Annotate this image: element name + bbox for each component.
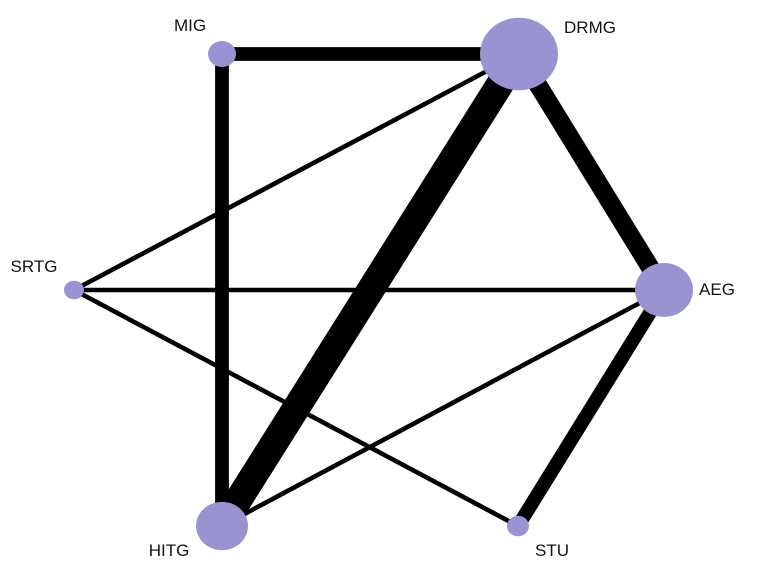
- edge-srtg-stu: [72, 287, 520, 529]
- node-label-mig: MIG: [174, 16, 206, 35]
- edges-layer: [72, 46, 672, 534]
- node-label-stu: STU: [535, 541, 569, 560]
- node-label-hitg: HITG: [149, 541, 190, 560]
- edge-drmg-aeg: [511, 49, 672, 295]
- node-label-aeg: AEG: [699, 280, 735, 299]
- labels-layer: MIG DRMG SRTG AEG HITG STU: [11, 16, 735, 560]
- node-label-srtg: SRTG: [11, 257, 58, 276]
- node-mig: [208, 40, 236, 68]
- node-stu: [507, 515, 529, 537]
- edge-drmg-srtg: [72, 51, 521, 293]
- node-srtg: [64, 280, 84, 300]
- node-aeg: [635, 263, 693, 317]
- node-hitg: [196, 501, 248, 551]
- edge-aeg-stu: [512, 286, 670, 530]
- edge-hitg-aeg: [220, 287, 666, 529]
- nodes-layer: [64, 17, 693, 551]
- node-drmg: [480, 17, 558, 91]
- node-label-drmg: DRMG: [564, 18, 616, 37]
